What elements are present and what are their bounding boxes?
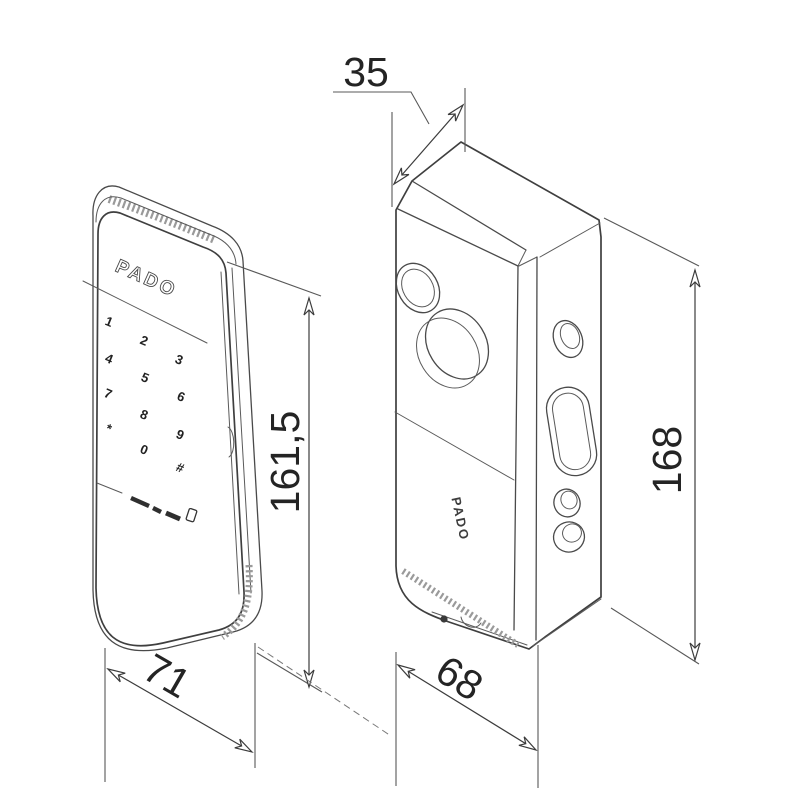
dim-depth-line bbox=[394, 105, 463, 184]
latch-side-face bbox=[545, 319, 598, 553]
projection-line bbox=[257, 646, 392, 737]
side-screw-hole-mid-inner bbox=[560, 490, 578, 510]
keypad-key-star: * bbox=[104, 421, 115, 437]
dim-body-height-label: 168 bbox=[644, 426, 690, 494]
battery-cover-separator bbox=[394, 411, 515, 481]
bottom-right-grip-serration bbox=[219, 564, 253, 640]
front-outer-shell-outline bbox=[92, 185, 263, 652]
side-screw-hole-top-inner bbox=[559, 322, 581, 350]
front-side-button-bump bbox=[227, 426, 235, 458]
dim-body-width-line bbox=[398, 665, 536, 750]
side-screw-hole-top-outer bbox=[552, 319, 584, 359]
corner-chamfer-join bbox=[518, 256, 538, 267]
corner-vertical-edge bbox=[535, 256, 538, 641]
front-panel-edge-line bbox=[220, 271, 240, 595]
front-side-depth-line bbox=[231, 267, 252, 594]
footer-bold-mark-1 bbox=[130, 495, 150, 509]
thumbturn-knob-wall bbox=[416, 317, 480, 389]
rear-view: PADO bbox=[394, 141, 602, 650]
dim-front-width-line bbox=[108, 669, 252, 752]
dim-body-height-extension-top bbox=[603, 217, 700, 267]
footer-bold-mark-3 bbox=[165, 510, 181, 522]
bottom-face-edge-line bbox=[431, 611, 528, 646]
rear-body-outline bbox=[395, 141, 602, 650]
side-screw-hole-mid-outer bbox=[553, 488, 581, 518]
dim-body-height-extension-bottom bbox=[610, 607, 700, 665]
latch-bolt-slot-inner bbox=[551, 392, 592, 471]
top-chamfer-ridge bbox=[411, 180, 527, 251]
footer-bold-mark-2 bbox=[151, 505, 163, 515]
front-vertical-edge bbox=[513, 265, 519, 631]
cylinder-opening-inner bbox=[401, 268, 435, 308]
cylinder-opening-outer bbox=[395, 262, 441, 314]
front-footer-marks bbox=[96, 482, 198, 523]
cover-release-notch bbox=[460, 616, 482, 628]
top-chamfer-base bbox=[397, 208, 519, 267]
top-grip-serration bbox=[107, 195, 217, 244]
side-screw-hole-bottom-inner bbox=[562, 523, 582, 543]
top-face-right-edge bbox=[539, 222, 601, 258]
dim-depth-label: 35 bbox=[343, 49, 389, 95]
dim-front-height-extension-top bbox=[226, 261, 322, 297]
front-shell-inner-line bbox=[95, 196, 237, 265]
cover-release-dot bbox=[440, 615, 448, 623]
dim-front-height-label: 161,5 bbox=[262, 411, 308, 514]
side-screw-hole-bottom-outer bbox=[552, 521, 586, 553]
footer-thin-mark bbox=[96, 482, 123, 494]
bottom-rear-edge-line bbox=[532, 598, 602, 647]
latch-bolt-slot-outer bbox=[545, 386, 598, 477]
card-symbol-icon bbox=[185, 507, 198, 523]
front-panel-separator-line bbox=[82, 280, 208, 344]
chamfer-corner-join bbox=[517, 249, 527, 267]
